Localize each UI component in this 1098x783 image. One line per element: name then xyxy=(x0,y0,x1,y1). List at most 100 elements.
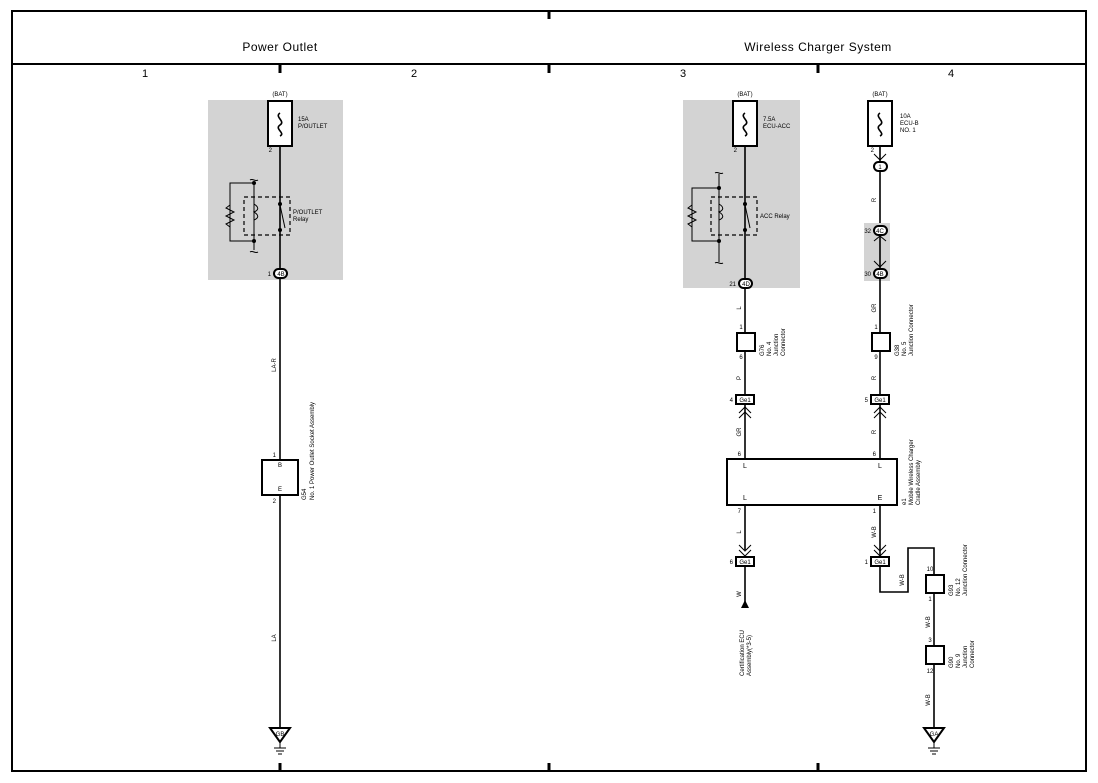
g76-pin-6: 6 xyxy=(739,355,743,361)
socket-pin-1: 1 xyxy=(273,453,277,459)
g38-name-1: No. 5 xyxy=(902,341,908,356)
acc-relay-node-1 xyxy=(717,186,721,190)
relay-switch xyxy=(279,204,286,229)
g76-name-1: No. 4 xyxy=(767,341,773,356)
g90-name-3: Connector xyxy=(970,640,976,668)
acc-wire-l2-label: L xyxy=(737,530,743,534)
g93-pin-10: 10 xyxy=(927,567,934,573)
socket-pin-2: 2 xyxy=(273,499,277,505)
ecub-4b-pin: 30 xyxy=(864,272,871,278)
g90-code: G90 xyxy=(949,656,955,668)
junction-connector-g93 xyxy=(925,574,945,594)
charger-box xyxy=(726,458,898,506)
fuse-amp: 15A xyxy=(298,117,309,123)
ecub-4c-id: 4C xyxy=(876,229,884,235)
relay-resistor xyxy=(224,204,236,228)
fuse-15a xyxy=(267,100,293,147)
acc-relay-dot-1 xyxy=(743,202,747,206)
charger-pin-6-left: 6 xyxy=(738,452,742,458)
g38-name-2: Junction Connector xyxy=(909,304,915,356)
charger-name-2: Cradle Assembly xyxy=(916,460,922,505)
relay-outline xyxy=(243,196,291,236)
g38-code: G38 xyxy=(895,344,901,356)
acc-relay-node-2 xyxy=(717,239,721,243)
g38-pin-9: 9 xyxy=(874,355,878,361)
connector-id: 4B xyxy=(277,272,284,278)
junction-connector-g90 xyxy=(925,645,945,665)
ecub-wire-r2-label: R xyxy=(872,375,878,380)
ecub-ge1-id: Ge1 xyxy=(874,398,886,404)
charger-pin-l-top-left: L xyxy=(743,463,747,470)
connector-pin: 1 xyxy=(268,272,272,278)
column-4-label: 4 xyxy=(948,68,954,80)
relay-contact-dot xyxy=(278,202,282,206)
relay-node-2 xyxy=(252,239,256,243)
ecub-wire-wb4-label: W-B xyxy=(926,694,932,706)
acc-wire-p-label: P xyxy=(737,376,743,380)
ecub-wire-r-label: R xyxy=(872,197,878,202)
ecub-wire-r3-label: R xyxy=(872,429,878,434)
g76-code: G76 xyxy=(760,344,766,356)
acc-branch: (BAT) 7.5A ECU-ACC 2 ACC Relay 4D 21 L 1… xyxy=(683,92,800,676)
relay-contact-dot-2 xyxy=(278,228,282,232)
ecub-wire-loop xyxy=(879,547,935,593)
ecub-fuse-amp: 10A xyxy=(900,114,911,120)
acc-relay-resistor xyxy=(686,204,698,228)
acc-relay-coil xyxy=(717,203,724,221)
fuse-symbol xyxy=(277,112,283,137)
acc-fuse-name: ECU-ACC xyxy=(763,124,791,130)
g93-name-2: Junction Connector xyxy=(963,544,969,596)
ecub-chevron-1 xyxy=(873,153,887,161)
acc-connector-id: 4D xyxy=(742,282,750,288)
acc-ge1-2-pin: 6 xyxy=(730,560,734,566)
ecub-ge1-2-id: Ge1 xyxy=(874,560,886,566)
g38-pin-1: 1 xyxy=(874,325,878,331)
g90-pin-3: 3 xyxy=(928,638,932,644)
wireless-charger-title: Wireless Charger System xyxy=(744,40,892,54)
bat-label: (BAT) xyxy=(272,92,287,98)
acc-relay-break-bottom xyxy=(714,261,724,265)
acc-wire-gr-label: GR xyxy=(737,427,743,437)
charger-name-1: Mobile Wireless Charger xyxy=(909,439,915,505)
ecub-fuse-symbol xyxy=(877,112,883,137)
relay-resistor-loop xyxy=(229,182,254,242)
g93-code: G93 xyxy=(949,584,955,596)
ecub-fuse-pin: 2 xyxy=(871,148,875,154)
charger-pin-l-top-right: L xyxy=(878,463,882,470)
fuse-pin: 2 xyxy=(269,148,273,154)
ecub-wire-wb3-label: W-B xyxy=(926,616,932,628)
charger-pin-e: E xyxy=(878,495,883,502)
acc-fuse-symbol xyxy=(742,112,748,137)
acc-ge1-2-id: Ge1 xyxy=(739,560,751,566)
acc-relay-name: ACC Relay xyxy=(760,214,790,220)
socket-pin-b: B xyxy=(278,463,282,469)
wireless-charger-module: L L L E e1 Mobile Wireless Charger Cradl… xyxy=(726,439,922,506)
ecub-fuse-name-1: ECU-B xyxy=(900,121,919,127)
relay-node xyxy=(252,181,256,185)
relay-break-bottom xyxy=(249,250,259,254)
ecub-4c-pin: 32 xyxy=(864,229,871,235)
charger-pin-7: 7 xyxy=(738,509,742,515)
ground-ga-label: GA xyxy=(930,732,939,738)
wire-la-label: LA xyxy=(272,634,278,641)
ecub-bat-label: (BAT) xyxy=(872,92,887,98)
relay-word: Relay xyxy=(293,217,308,223)
junction-connector-g38 xyxy=(871,332,891,352)
fuse-7-5a xyxy=(732,100,758,147)
ecub-connector-1-id: 1 xyxy=(878,165,882,171)
acc-relay-dot-2 xyxy=(743,228,747,232)
g76-name-3: Connector xyxy=(781,328,787,356)
acc-wire-l-label: L xyxy=(737,306,743,310)
ground-gb-symbol xyxy=(268,727,292,744)
g93-name-1: No. 12 xyxy=(956,578,962,596)
acc-wire-w-label: W xyxy=(737,591,743,597)
socket-pin-e: E xyxy=(278,487,282,493)
wire-la-r-label: LA-R xyxy=(272,357,278,371)
ecub-inner-chevrons xyxy=(873,235,887,268)
acc-relay-outline xyxy=(710,196,758,236)
relay-break-top xyxy=(249,178,259,182)
g90-name-1: No. 9 xyxy=(956,653,962,668)
acc-ge1-pin: 4 xyxy=(730,398,734,404)
power-outlet-title: Power Outlet xyxy=(242,40,318,54)
